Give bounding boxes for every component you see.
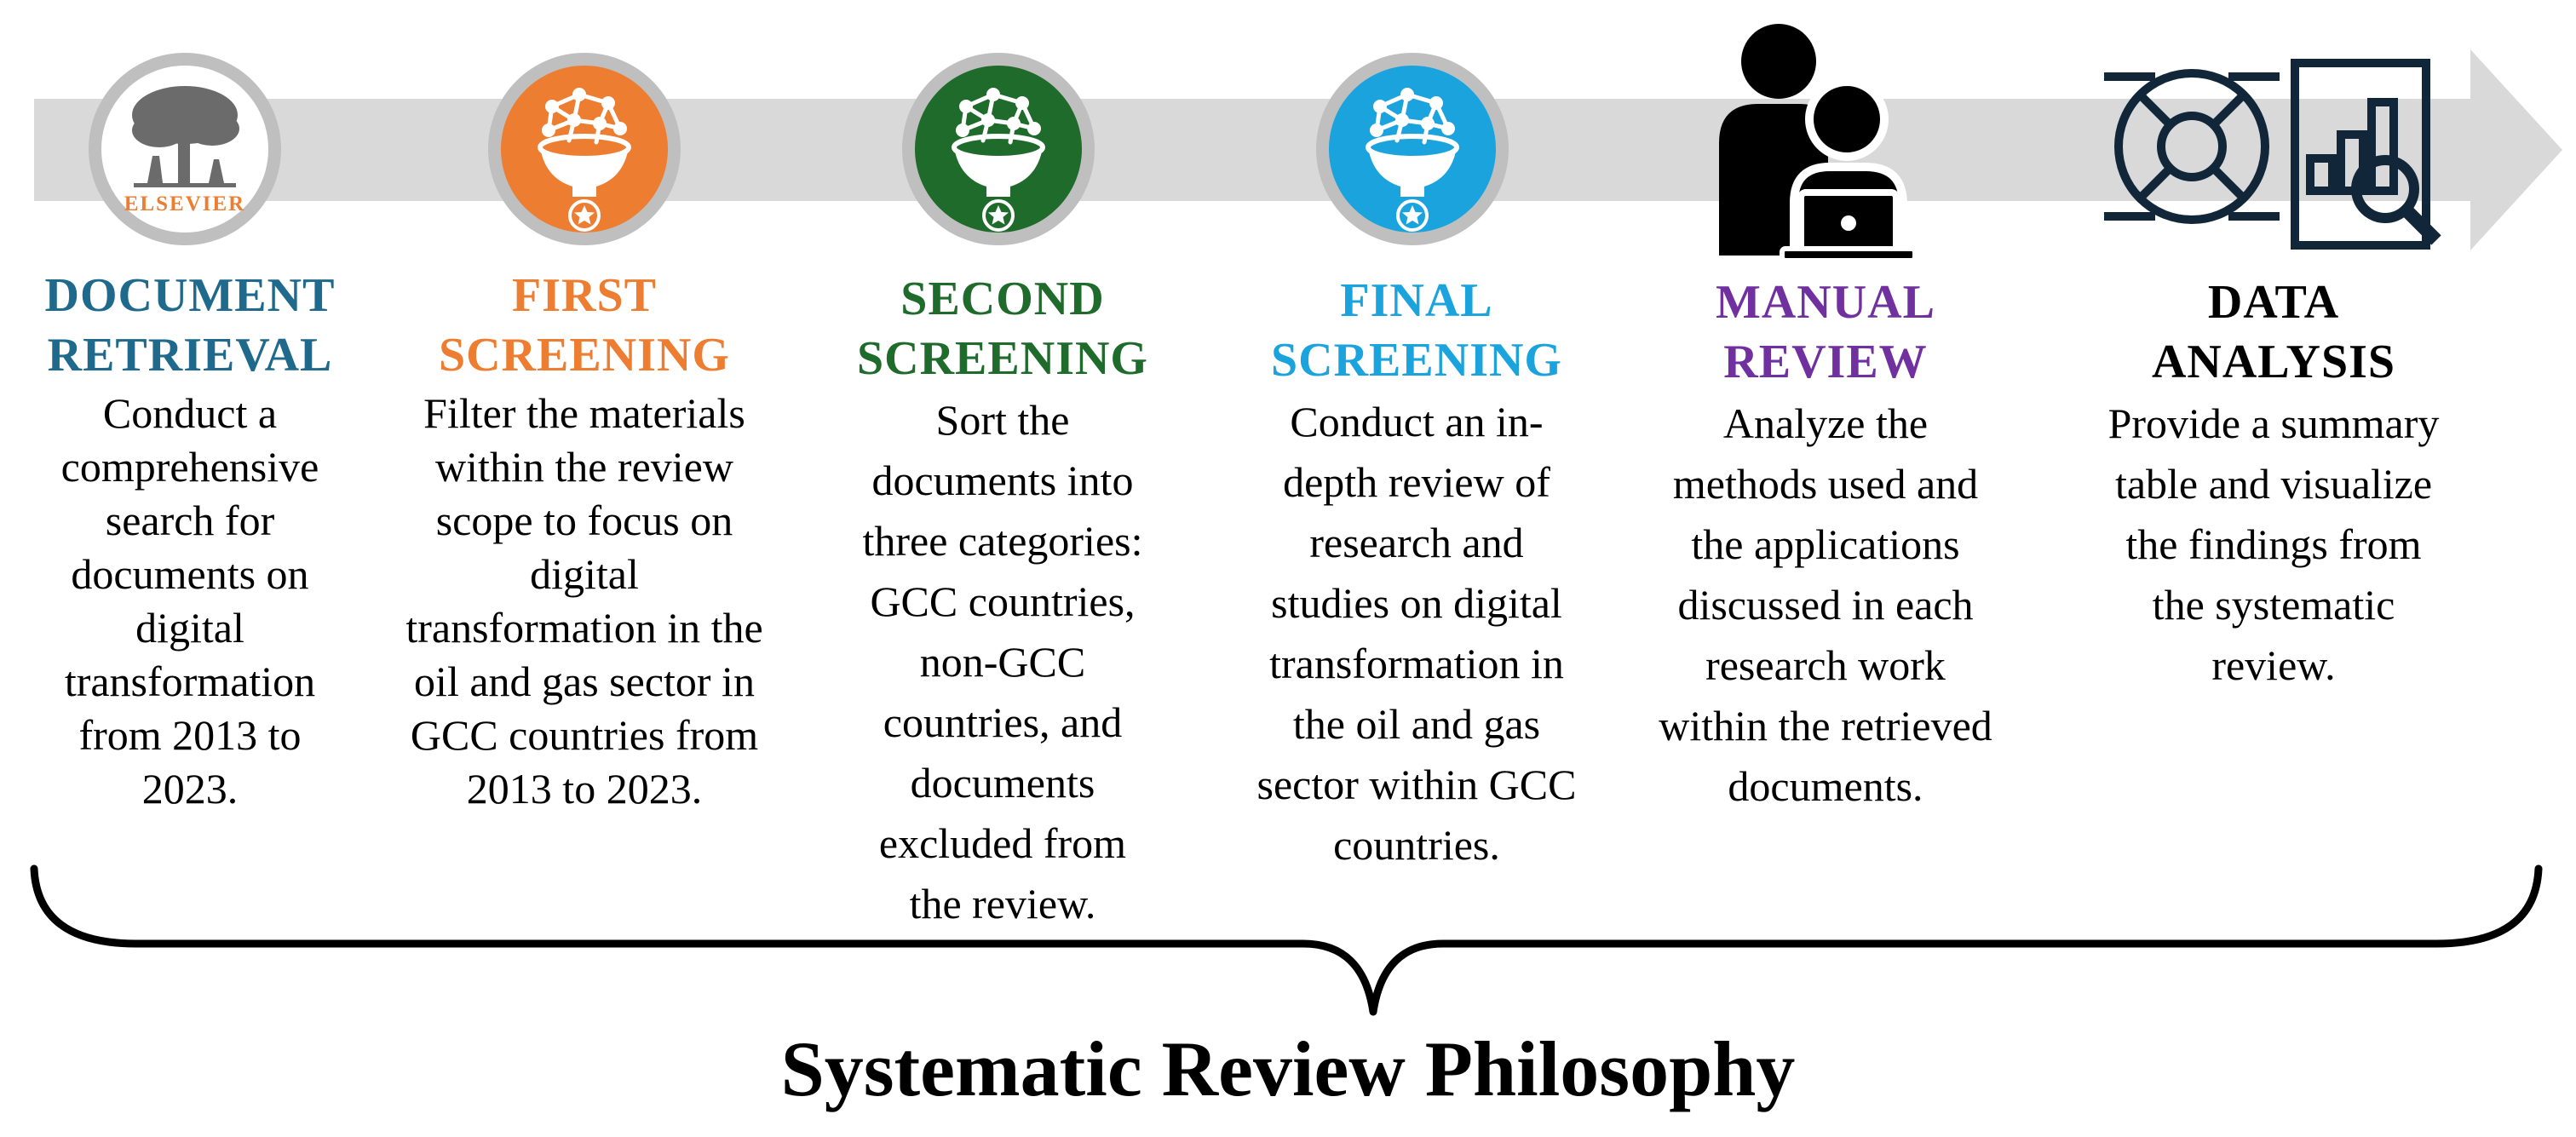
desc-line: methods used and — [1672, 460, 1979, 508]
desc-line: GCC countries from — [410, 711, 759, 759]
title-line: SCREENING — [857, 332, 1148, 385]
desc-line: Conduct an in- — [1290, 398, 1544, 445]
elsevier-word: ELSEVIER — [124, 192, 245, 215]
desc-line: three categories: — [862, 517, 1143, 565]
desc-line: documents — [910, 759, 1095, 807]
desc-line: transformation in the — [405, 604, 763, 652]
stage-description: Sort the documents into three categories… — [802, 390, 1203, 934]
desc-line: discussed in each — [1677, 581, 1974, 629]
desc-line: digital — [135, 604, 244, 652]
stage-document-retrieval: DOCUMENT RETRIEVAL Conduct a comprehensi… — [0, 266, 390, 816]
title-line: ANALYSIS — [2151, 336, 2396, 388]
desc-line: countries, and — [883, 698, 1123, 746]
desc-line: GCC countries, — [870, 577, 1136, 625]
stage-description: Provide a summary table and visualize th… — [2073, 393, 2474, 696]
stage-data-analysis: DATA ANALYSIS Provide a summary table an… — [2073, 273, 2474, 696]
stage-title: DATA ANALYSIS — [2073, 273, 2474, 392]
stage-title: FINAL SCREENING — [1216, 271, 1617, 390]
title-line: RETRIEVAL — [47, 329, 333, 382]
stage-title: DOCUMENT RETRIEVAL — [0, 266, 390, 385]
desc-line: documents into — [871, 457, 1134, 504]
stage-final-screening: FINAL SCREENING Conduct an in- depth rev… — [1216, 271, 1617, 876]
desc-line: transformation — [64, 658, 316, 705]
title-line: MANUAL — [1716, 276, 1935, 329]
analytics-target-icon — [2104, 69, 2280, 224]
desc-line: the findings from — [2125, 520, 2422, 568]
final-screening-funnel-icon — [1316, 53, 1509, 245]
title-line: DOCUMENT — [44, 269, 336, 322]
stage-description: Filter the materials within the review s… — [384, 387, 785, 816]
desc-line: the oil and gas — [1292, 700, 1541, 748]
elsevier-logo: ELSEVIER — [89, 53, 281, 245]
title-line: DATA — [2207, 276, 2340, 329]
stage-title: SECOND SCREENING — [802, 269, 1203, 388]
desc-line: depth review of — [1283, 458, 1550, 506]
desc-line: countries. — [1333, 821, 1500, 869]
desc-line: transformation in — [1269, 640, 1564, 687]
stage-description: Conduct a comprehensive search for docum… — [0, 387, 390, 816]
stage-title: FIRST SCREENING — [384, 266, 785, 385]
desc-line: the applications — [1691, 520, 1960, 568]
stage-second-screening: SECOND SCREENING Sort the documents into… — [802, 269, 1203, 934]
stage-manual-review: MANUAL REVIEW Analyze the methods used a… — [1625, 273, 2026, 817]
desc-line: Provide a summary — [2107, 399, 2440, 447]
desc-line: search for — [105, 497, 275, 544]
desc-line: the review. — [909, 880, 1096, 927]
stage-title: MANUAL REVIEW — [1625, 273, 2026, 392]
desc-line: review. — [2211, 641, 2336, 689]
desc-line: studies on digital — [1271, 579, 1562, 627]
desc-line: within the review — [435, 443, 733, 491]
desc-line: from 2013 to — [78, 711, 302, 759]
stage-first-screening: FIRST SCREENING Filter the materials wit… — [384, 266, 785, 816]
title-line: FINAL — [1340, 274, 1493, 327]
title-line: SECOND — [900, 273, 1105, 325]
desc-line: sector within GCC — [1256, 761, 1577, 808]
title-line: FIRST — [512, 269, 657, 322]
grouping-brace — [30, 864, 2543, 1016]
title-line: SCREENING — [439, 329, 730, 382]
second-screening-funnel-icon — [902, 53, 1095, 245]
desc-line: Conduct a — [102, 389, 278, 437]
desc-line: comprehensive — [60, 443, 319, 491]
desc-line: excluded from — [878, 819, 1127, 867]
desc-line: documents on — [71, 550, 309, 598]
title-line: SCREENING — [1271, 334, 1562, 387]
desc-line: research work — [1705, 641, 1946, 689]
desc-line: table and visualize — [2114, 460, 2433, 508]
desc-line: non-GCC — [919, 638, 1086, 686]
analytics-report-icon — [2291, 59, 2441, 250]
desc-line: 2013 to 2023. — [466, 765, 703, 813]
desc-line: Analyze the — [1722, 399, 1929, 447]
desc-line: documents. — [1728, 762, 1923, 810]
desc-line: the systematic — [2152, 581, 2395, 629]
stage-description: Analyze the methods used and the applica… — [1625, 393, 2026, 817]
desc-line: oil and gas sector in — [414, 658, 755, 705]
desc-line: research and — [1309, 519, 1524, 566]
stage-description: Conduct an in- depth review of research … — [1216, 392, 1617, 876]
desc-line: digital — [530, 550, 639, 598]
desc-line: scope to focus on — [435, 497, 733, 544]
title-line: REVIEW — [1723, 336, 1928, 388]
desc-line: 2023. — [141, 765, 239, 813]
first-screening-funnel-icon — [488, 53, 681, 245]
desc-line: Filter the materials — [423, 389, 745, 437]
desc-line: Sort the — [935, 396, 1070, 444]
people-laptop-icon — [1719, 24, 1918, 263]
diagram-title: Systematic Review Philosophy — [780, 1025, 1796, 1112]
desc-line: within the retrieved — [1659, 702, 1992, 749]
